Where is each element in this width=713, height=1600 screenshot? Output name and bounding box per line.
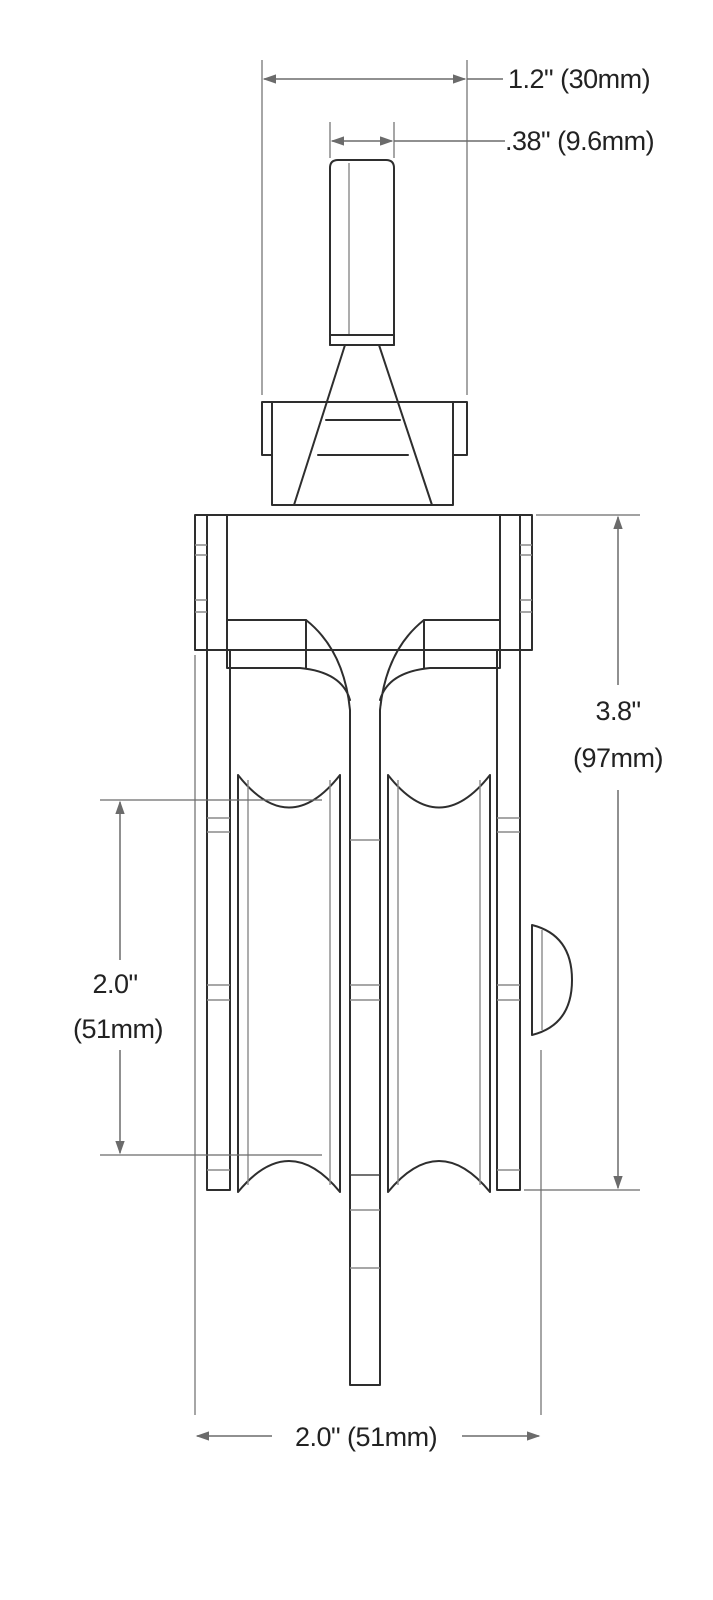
pin-width-label: .38" (9.6mm) (505, 126, 654, 156)
center-plate-marks (350, 839, 380, 1176)
swivel-shackle (261, 159, 468, 506)
block-body (194, 514, 533, 1191)
right-sheave-outline (387, 774, 491, 1193)
swivel-base-flange (261, 401, 468, 506)
becket-tail (349, 1174, 381, 1386)
dim-sheave-diameter: 2.0" (51mm) (73, 799, 322, 1156)
height-label-value: 3.8" (595, 696, 640, 726)
dim-overall-height: 3.8" (97mm) (524, 514, 664, 1191)
sheave-label-value: 2.0" (92, 969, 137, 999)
right-plate-marks (497, 817, 520, 1171)
sheave-label-mm: (51mm) (73, 1014, 163, 1044)
dim-shackle-width: 1.2" (30mm) (261, 60, 651, 395)
left-cap-notches (195, 544, 207, 613)
shackle-width-label: 1.2" (30mm) (508, 64, 650, 94)
swivel-cone (293, 344, 433, 506)
left-sheave (237, 774, 341, 1193)
dim-overall-width: 2.0" (51mm) (194, 655, 542, 1452)
height-label-mm: (97mm) (573, 743, 663, 773)
center-yoke (226, 619, 501, 1176)
dim-pin-width: .38" (9.6mm) (329, 122, 655, 158)
becket-tail-marks (350, 1209, 380, 1269)
right-sheave (387, 774, 491, 1193)
top-cap (194, 514, 533, 651)
axle-nut (531, 924, 573, 1036)
left-plate-marks (207, 817, 230, 1171)
overall-width-label: 2.0" (51mm) (295, 1422, 437, 1452)
swivel-pin (329, 159, 395, 346)
left-side-plate (206, 649, 231, 1191)
right-side-plate (496, 649, 521, 1191)
right-cap-notches (520, 544, 532, 613)
left-sheave-outline (237, 774, 341, 1193)
